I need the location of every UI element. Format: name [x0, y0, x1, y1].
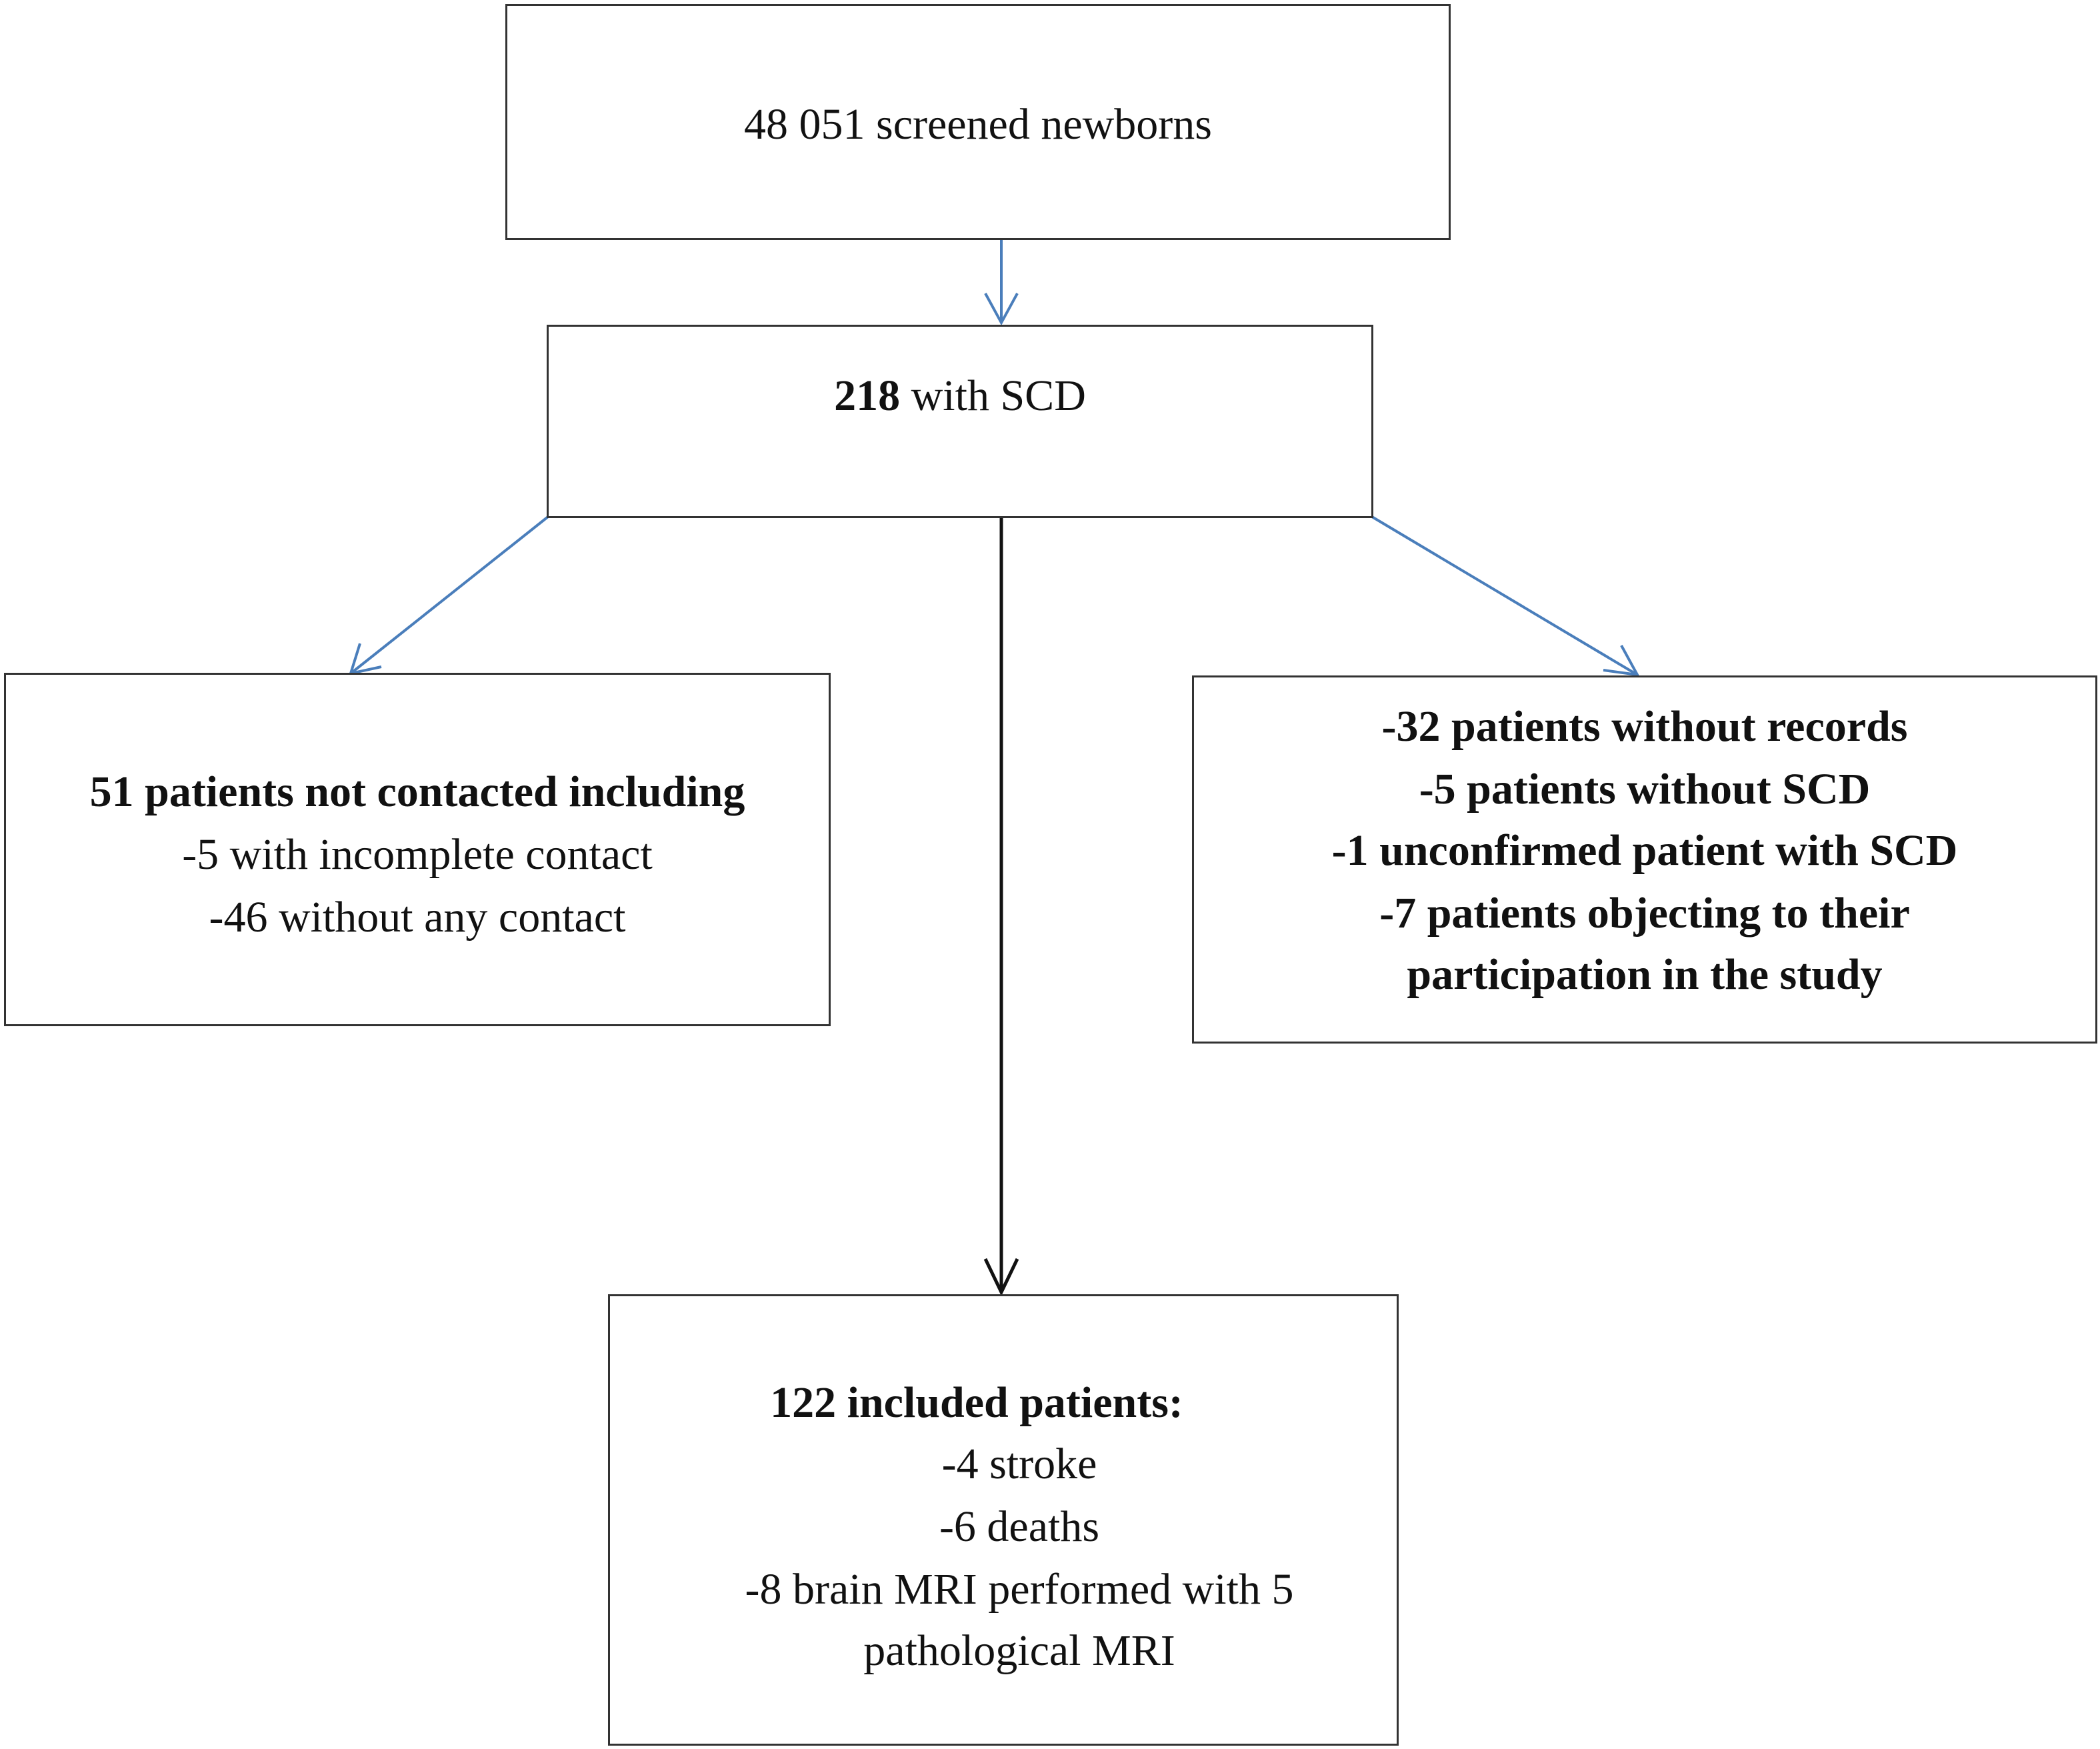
excluded-item: participation in the study: [1407, 950, 1883, 999]
excluded-item: -5 patients without SCD: [1419, 765, 1871, 813]
arrow-scd-to-not-contacted: [349, 515, 549, 675]
included-heading: 122 included patients:: [770, 1378, 1183, 1427]
excluded-box: -32 patients without records -5 patients…: [1192, 675, 2097, 1044]
not-contacted-item: -46 without any contact: [209, 893, 626, 942]
excluded-item: -1 unconfirmed patient with SCD: [1331, 826, 1958, 875]
not-contacted-heading: 51 patients not contacted including: [89, 767, 745, 816]
arrow-screened-to-scd: [984, 240, 1019, 326]
included-box: 122 included patients: -4 stroke -6 deat…: [608, 1294, 1399, 1746]
scd-text: with SCD: [900, 371, 1086, 420]
included-item: -4 stroke: [941, 1440, 1097, 1488]
not-contacted-box: 51 patients not contacted including -5 w…: [4, 673, 831, 1026]
screened-newborns-box: 48 051 screened newborns: [505, 4, 1451, 240]
scd-count: 218: [834, 371, 901, 420]
arrow-scd-to-excluded: [1371, 515, 1640, 677]
screened-newborns-label: 48 051 screened newborns: [744, 100, 1212, 149]
included-item: -6 deaths: [939, 1502, 1100, 1551]
included-item: pathological MRI: [863, 1626, 1175, 1675]
excluded-item: -32 patients without records: [1381, 702, 1908, 751]
included-item: -8 brain MRI performed with 5: [745, 1565, 1294, 1614]
excluded-item: -7 patients objecting to their: [1379, 889, 1910, 938]
scd-box: 218 with SCD: [547, 325, 1373, 518]
arrow-scd-to-included: [983, 518, 1019, 1296]
scd-label: 218 with SCD: [549, 371, 1371, 421]
not-contacted-item: -5 with incomplete contact: [182, 830, 653, 879]
